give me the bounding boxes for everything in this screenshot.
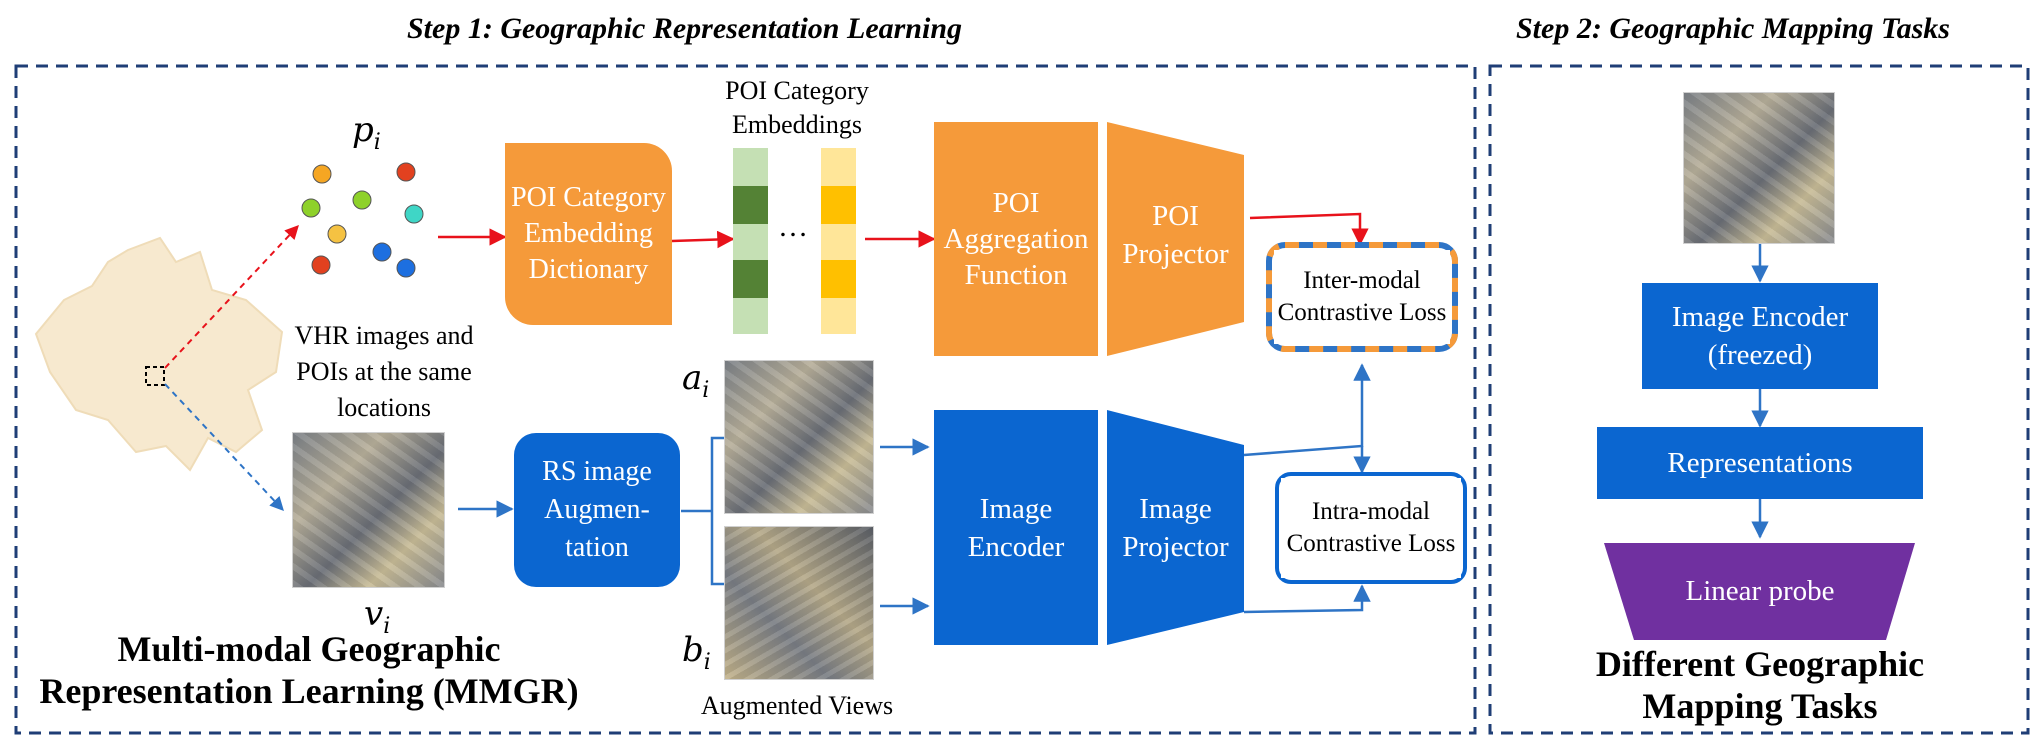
step2-input-image: [1683, 92, 1835, 244]
view-a-symbol: ai: [682, 358, 710, 403]
map-caption: VHR images and POIs at the same location…: [294, 321, 474, 422]
intra-modal-contrastive-loss: Intra-modal Contrastive Loss: [1281, 478, 1461, 578]
map-to-image-arrow: [164, 383, 284, 512]
step1-title: Step 1: Geographic Representation Learni…: [407, 12, 963, 45]
dictionary-to-embeddings-arrow: [671, 230, 735, 249]
step2-title: Step 2: Geographic Mapping Tasks: [1516, 12, 1950, 45]
poi-dots: [301, 162, 424, 278]
vhr-image: [292, 432, 445, 588]
linear-probe-shape: [1604, 543, 1915, 640]
image-encoder: Image Encoder: [934, 410, 1098, 645]
poi-projector-shape: [1107, 122, 1244, 356]
poi-category-embeddings-label: POI Category Embeddings: [725, 76, 869, 139]
poi-dot: [352, 190, 372, 210]
embeddings-ellipsis: …: [778, 210, 808, 243]
location-marker: [145, 366, 165, 386]
poi-projector-to-inter-loss-arrow: [1249, 212, 1369, 246]
inter-modal-contrastive-loss: Inter-modal Contrastive Loss: [1274, 250, 1450, 344]
poi-dot: [372, 242, 392, 262]
image-projector-shape: [1107, 410, 1244, 645]
poi-dot: [396, 258, 416, 278]
poi-aggregation-function: POI Aggregation Function: [934, 122, 1098, 356]
step2-panel-border: [1488, 64, 2030, 735]
poi-dot: [301, 198, 321, 218]
different-geographic-mapping-tasks-title: Different Geographic Mapping Tasks: [1595, 644, 1925, 726]
poi-category-embeddings: [733, 148, 856, 334]
step2-image-encoder-freezed: Image Encoder (freezed): [1642, 283, 1878, 389]
augmentation-bracket: [710, 436, 724, 586]
poi-dot: [396, 162, 416, 182]
augmented-views-label: Augmented Views: [700, 691, 894, 720]
poi-dot: [311, 255, 331, 275]
augmented-view-b-image: [724, 526, 874, 680]
poi-category-embedding-dictionary: POI Category Embedding Dictionary: [505, 143, 672, 325]
poi-dot: [327, 224, 347, 244]
step2-representations: Representations: [1597, 427, 1923, 499]
poi-set-symbol: pi: [352, 110, 381, 155]
poi-dot: [312, 164, 332, 184]
view-b-symbol: bi: [682, 630, 711, 675]
image-projector-to-intra-loss-arrow: [1243, 584, 1371, 614]
image-symbol: vi: [364, 594, 391, 639]
image-projector-to-inter-loss-arrow: [1243, 363, 1371, 457]
poi-dot: [404, 204, 424, 224]
image-projector-label: Image Projector: [1122, 493, 1229, 563]
step2-linear-probe-label: Linear probe: [1685, 574, 1835, 607]
augmented-view-a-image: [724, 360, 874, 514]
poi-projector-label: POI Projector: [1122, 200, 1229, 270]
step1-panel-border: [14, 64, 1477, 735]
mmgr-title: Multi-modal Geographic Representation Le…: [39, 629, 579, 711]
region-map-shape: [34, 236, 284, 472]
rs-image-augmentation: RS image Augmen-tation: [514, 433, 680, 587]
